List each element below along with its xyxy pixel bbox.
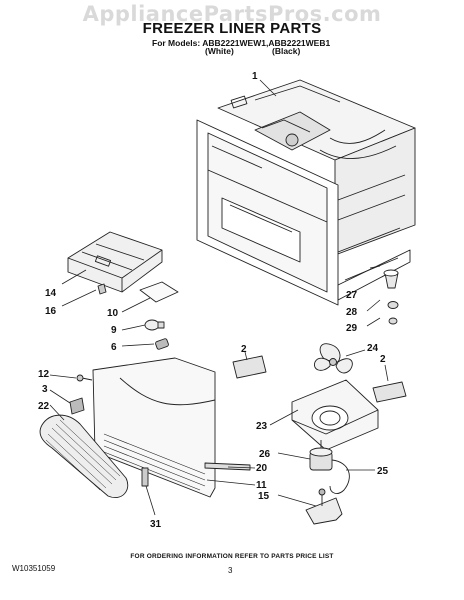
callout-26: 26 (259, 449, 271, 460)
callout-27: 27 (346, 290, 358, 301)
callout-6: 6 (111, 342, 117, 353)
leader-lines (49, 79, 389, 516)
callout-2-right: 2 (380, 354, 386, 365)
callout-23: 23 (256, 421, 268, 432)
variant-white-label: (White) (205, 46, 234, 56)
callout-16: 16 (45, 306, 57, 317)
callout-12: 12 (38, 369, 50, 380)
document-number: W10351059 (12, 564, 56, 573)
callout-25: 25 (377, 466, 389, 477)
callout-labels: 1 2 2 3 6 9 10 11 12 14 15 16 20 22 23 2… (38, 71, 389, 530)
callout-10: 10 (107, 308, 119, 319)
callout-11: 11 (256, 480, 267, 491)
callout-24: 24 (367, 343, 379, 354)
page-number: 3 (228, 566, 233, 575)
freezer-liner-drawing (196, 79, 416, 306)
part-27-29-drawing (383, 269, 399, 325)
ordering-info-note: FOR ORDERING INFORMATION REFER TO PARTS … (130, 553, 334, 560)
fan-motor-assembly-drawing (232, 343, 407, 525)
callout-1: 1 (252, 71, 258, 82)
control-housing-drawing (67, 231, 179, 350)
callout-20: 20 (256, 463, 268, 474)
callout-15: 15 (258, 491, 270, 502)
callout-9: 9 (111, 325, 117, 336)
callout-31: 31 (150, 519, 162, 530)
watermark: AppliancePartsPros.com (82, 2, 382, 26)
callout-29: 29 (346, 323, 358, 334)
callout-2-left: 2 (241, 344, 247, 355)
fan-cover-assembly-drawing (39, 357, 251, 498)
callout-28: 28 (346, 307, 358, 318)
variant-black-label: (Black) (272, 46, 301, 56)
callout-3: 3 (42, 384, 48, 395)
callout-14: 14 (45, 288, 57, 299)
callout-22: 22 (38, 401, 50, 412)
models-line: For Models: ABB2221WEW1,ABB2221WEB1 (152, 38, 331, 48)
page-title: FREEZER LINER PARTS (142, 20, 322, 37)
